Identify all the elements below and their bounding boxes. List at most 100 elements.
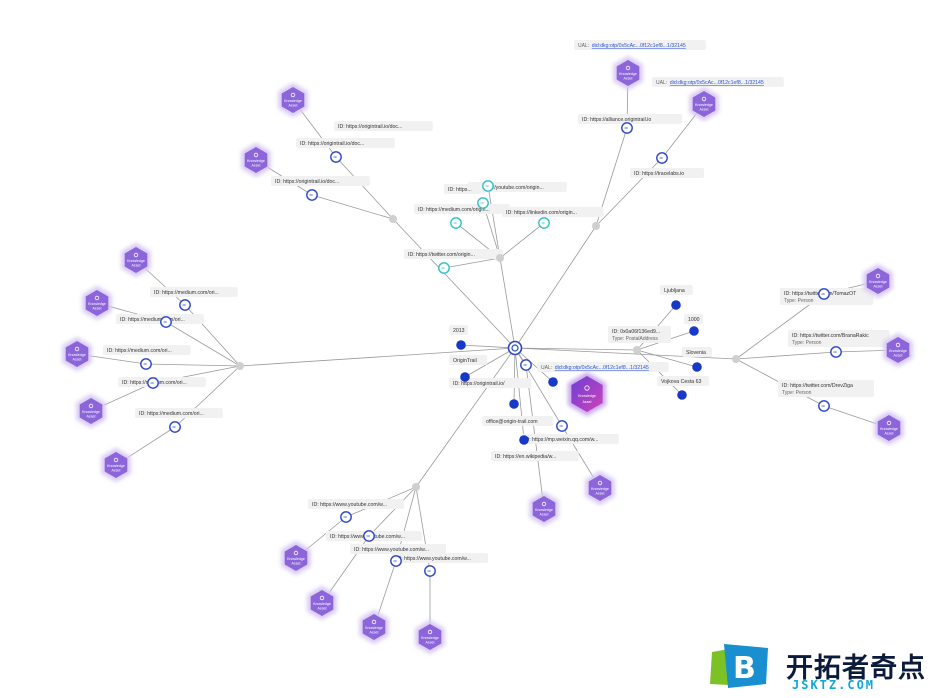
- knowledge-asset-ka_u2: [588, 475, 612, 501]
- label-box-ol1: [578, 114, 683, 124]
- label-idorig: ID: https://origintrail.io/: [453, 381, 505, 387]
- link-node-p1: [818, 288, 830, 300]
- edge-hub-dk2: [513, 347, 516, 405]
- asset-title-ka_ol1: Knowledge: [619, 72, 637, 76]
- link-node-ur2: [556, 420, 568, 432]
- knowledge-asset-ka_p1: [866, 268, 890, 294]
- edge-orig_col-orig1: [335, 156, 394, 220]
- edge-hub-dk4: [464, 347, 516, 378]
- asset-icon-ka_p2: [895, 342, 901, 348]
- link-node-p3: [818, 400, 830, 412]
- asset-title-ka_o1: Knowledge: [284, 99, 302, 103]
- asset-subtitle-ka_m4: Asset: [87, 415, 96, 419]
- link-node-icon-y3: ∞: [393, 559, 397, 565]
- asset-subtitle-ka_u1: Asset: [540, 513, 549, 517]
- label-box-ljubljana: [660, 285, 693, 295]
- label-prefix-ual_main: UAL:: [541, 365, 552, 371]
- label-v2013: 2013: [453, 328, 465, 334]
- blue-node-dk8: [677, 390, 687, 400]
- asset-icon-ka_u2: [597, 480, 603, 486]
- link-node-icon-t3: ∞: [453, 221, 457, 227]
- asset-subtitle-ka_o2: Asset: [252, 164, 261, 168]
- asset-subtitle-ka_p1: Asset: [874, 285, 883, 289]
- graph-edges: [76, 72, 899, 637]
- link-node-icon-y2: ∞: [366, 534, 370, 540]
- asset-icon-ka_main: [584, 385, 590, 391]
- asset-subtitle-ka_main: Asset: [583, 400, 592, 404]
- link-node-icon-ol1: ∞: [624, 126, 628, 132]
- knowledge-asset-ka_m5: [104, 452, 128, 478]
- link-node-icon-t4: ∞: [541, 221, 545, 227]
- edge-med_col-m3: [145, 363, 241, 367]
- knowledge-asset-ka_o1: [281, 87, 305, 113]
- label-box-o1: [334, 121, 433, 131]
- label-y3: ID: https://www.youtube.com/w...: [354, 547, 429, 553]
- knowledge-asset-ka_ol1: [616, 60, 640, 86]
- label-box-y4: [392, 553, 488, 563]
- asset-title-ka_m3: Knowledge: [68, 353, 86, 357]
- link-node-icon-p1: ∞: [821, 292, 825, 298]
- label-box-m5: [135, 408, 223, 418]
- link-node-icon-t5: ∞: [441, 266, 445, 272]
- label-o2: ID: https://origintrail.io/doc...: [300, 141, 364, 147]
- label-sub-p1: Type: Person: [784, 298, 814, 304]
- asset-icon-ka_y1: [293, 550, 299, 556]
- asset-icon-ka_o2: [253, 152, 259, 158]
- label-box-addr: [608, 326, 671, 343]
- asset-title-ka_m4: Knowledge: [82, 410, 100, 414]
- asset-subtitle-ka_o1: Asset: [289, 104, 298, 108]
- blue-node-dk3: [548, 377, 558, 387]
- knowledge-asset-ka_y4: [418, 624, 442, 650]
- link-node-icon-ur2: ∞: [559, 424, 563, 430]
- link-node-y2: [363, 530, 375, 542]
- hub-node: [507, 340, 523, 356]
- asset-icon-ka_ol2: [701, 96, 707, 102]
- label-box-ol2: [630, 168, 704, 178]
- graph-labels: UAL:did:dkg:otp/0x5cAc...0f12c1ef8...1/3…: [103, 40, 890, 563]
- link-node-y4: [424, 565, 436, 577]
- label-t0: ID: https...: [448, 187, 472, 193]
- label-box-wiki: [491, 451, 579, 461]
- label-box-ual_main: [537, 362, 669, 372]
- edge-med_col-m2: [165, 321, 241, 367]
- label-box-m4: [118, 377, 206, 387]
- asset-subtitle-ka_y3: Asset: [370, 631, 379, 635]
- asset-title-ka_o2: Knowledge: [247, 159, 265, 163]
- asset-title-ka_m2: Knowledge: [88, 302, 106, 306]
- collector-node-tw_col: [496, 254, 504, 262]
- blue-node-dk6: [689, 326, 699, 336]
- label-y1: ID: https://www.youtube.com/w...: [312, 502, 387, 508]
- label-email: office@origin-trail.com: [486, 419, 538, 425]
- label-box-y3: [350, 544, 446, 554]
- label-box-p2: [788, 330, 890, 347]
- asset-title-ka_main: Knowledge: [578, 394, 596, 398]
- label-sub-p3: Type: Person: [782, 390, 812, 396]
- edge-hub-ol_col: [514, 225, 597, 349]
- blue-node-dk9: [519, 435, 529, 445]
- label-t1: ID: https://youtube.com/origin...: [472, 185, 544, 191]
- asset-title-ka_p2: Knowledge: [889, 349, 907, 353]
- label-box-v2013: [449, 325, 468, 335]
- asset-icon-ka_y3: [371, 619, 377, 625]
- link-node-icon-m5: ∞: [172, 425, 176, 431]
- link-node-icon-m1: ∞: [182, 303, 186, 309]
- label-t3: ID: https://linkedin.com/origin...: [506, 210, 577, 216]
- label-box-o2: [296, 138, 395, 148]
- asset-icon-ka_p3: [886, 420, 892, 426]
- edge-hub-dk1: [460, 344, 516, 349]
- link-node-y3: [390, 555, 402, 567]
- knowledge-asset-ka_m4: [79, 398, 103, 424]
- knowledge-asset-ka_u1: [532, 496, 556, 522]
- link-node-m5: [169, 421, 181, 433]
- blue-node-dk2: [509, 399, 519, 409]
- label-box-t3: [502, 207, 604, 217]
- label-mp: ID: https://mp.weixin.qq.com/w...: [524, 437, 598, 443]
- link-node-m1: [179, 299, 191, 311]
- knowledge-asset-ka_main: [571, 376, 603, 412]
- link-node-icon-y1: ∞: [343, 515, 347, 521]
- label-o3: ID: https://origintrail.io/doc...: [275, 179, 339, 185]
- hub-node-icon: [511, 344, 519, 352]
- label-box-origintrail: [449, 355, 488, 365]
- asset-title-ka_p1: Knowledge: [869, 280, 887, 284]
